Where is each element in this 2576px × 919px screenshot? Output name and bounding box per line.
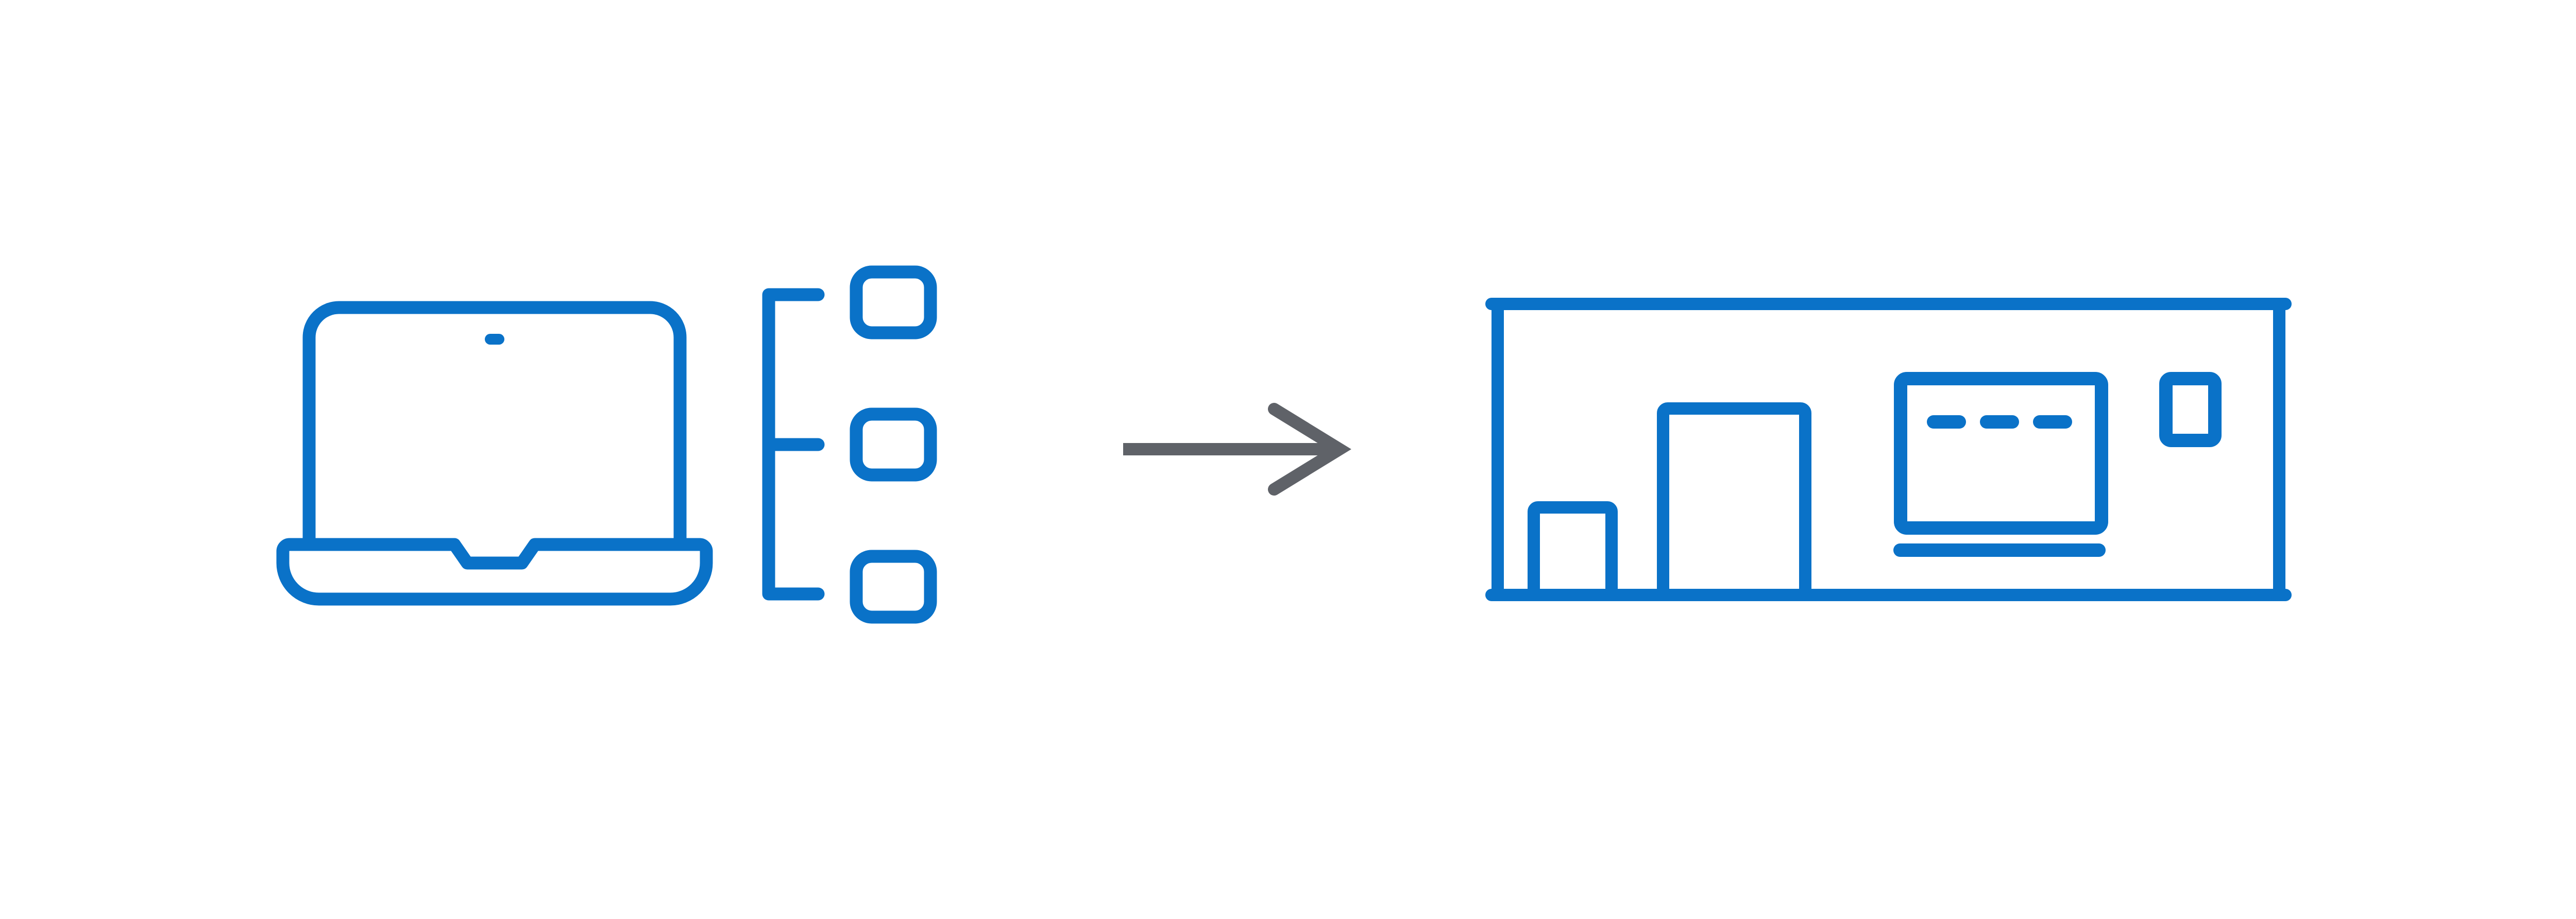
storefront-right-wall bbox=[2273, 309, 2285, 590]
tree-node-3[interactable] bbox=[850, 550, 937, 624]
storefront-side-window bbox=[2159, 372, 2222, 447]
storefront-bar-tall bbox=[1657, 402, 1811, 590]
storefront-underline-bar bbox=[1893, 543, 2106, 557]
storefront-left-wall bbox=[1492, 309, 1504, 590]
storefront-bar-short bbox=[1528, 501, 1618, 590]
tree-node-1[interactable] bbox=[850, 265, 937, 339]
flow-arrow-head bbox=[1268, 403, 1351, 496]
laptop-base bbox=[276, 538, 713, 606]
tree-node-2[interactable] bbox=[850, 407, 937, 482]
storefront-icon[interactable] bbox=[1485, 298, 2292, 601]
storefront-display-frame bbox=[1894, 372, 2108, 535]
laptop-icon[interactable] bbox=[276, 301, 713, 606]
panel-dash-1 bbox=[1927, 415, 1966, 429]
laptop-camera-dot bbox=[485, 334, 504, 345]
tree-hierarchy-icon[interactable] bbox=[762, 265, 937, 624]
laptop-screen-outline bbox=[302, 301, 687, 541]
storefront-floor bbox=[1485, 589, 2292, 601]
panel-dash-2 bbox=[1980, 415, 2019, 429]
panel-dash-3 bbox=[2033, 415, 2072, 429]
storefront-display-panel[interactable] bbox=[1894, 372, 2108, 535]
flow-arrow-icon[interactable] bbox=[1123, 403, 1351, 496]
storefront-roof bbox=[1485, 298, 2292, 310]
